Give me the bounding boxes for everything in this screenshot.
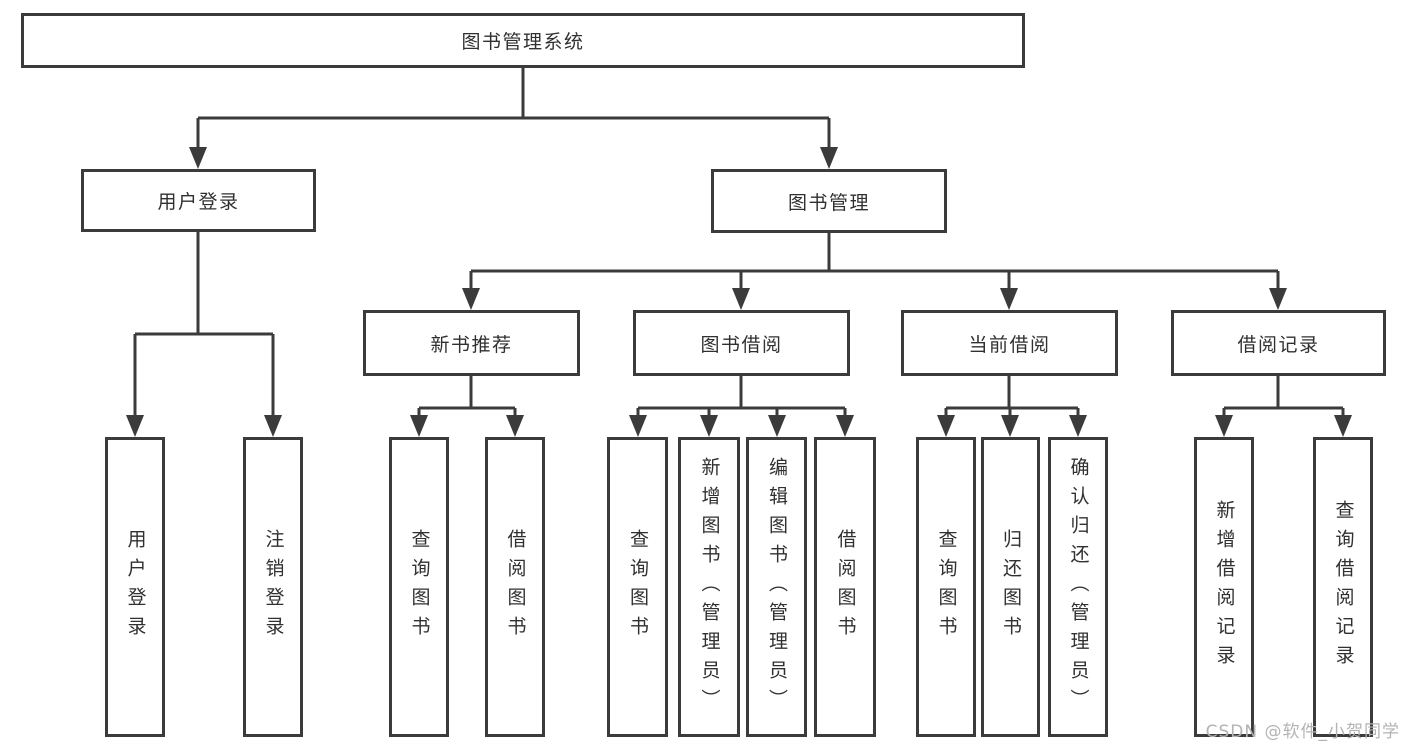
leaf-borrow-query-books: 查询图书 — [607, 437, 668, 737]
node-label: 查询图书 — [408, 529, 431, 645]
node-new-book-recommend: 新书推荐 — [363, 310, 580, 376]
leaf-recommend-query-books: 查询图书 — [389, 437, 449, 737]
node-label: 图书借阅 — [700, 333, 783, 356]
node-label: 查询图书 — [935, 529, 958, 645]
node-label: 查询借阅记录 — [1332, 500, 1355, 674]
node-label: 新增图书（管理员） — [698, 456, 721, 718]
node-label: 确认归还（管理员） — [1067, 456, 1090, 718]
leaf-recommend-borrow-books: 借阅图书 — [485, 437, 545, 737]
leaf-records-query-record: 查询借阅记录 — [1313, 437, 1373, 737]
csdn-watermark: CSDN @软件_小贺同学 — [1205, 722, 1400, 742]
leaf-user-login: 用户登录 — [105, 437, 165, 737]
node-label: 归还图书 — [1000, 529, 1022, 645]
leaf-logout: 注销登录 — [243, 437, 303, 737]
leaf-current-query-books: 查询图书 — [916, 437, 976, 737]
node-label: 图书管理系统 — [461, 31, 585, 53]
node-label: 编辑图书（管理员） — [766, 456, 788, 718]
node-label: 注销登录 — [262, 529, 285, 645]
arrowheads — [126, 147, 1352, 437]
node-label: 查询图书 — [627, 529, 649, 645]
node-label: 图书管理 — [787, 191, 870, 214]
node-borrow-records: 借阅记录 — [1171, 310, 1386, 376]
node-label: 借阅图书 — [834, 529, 857, 645]
node-label: 当前借阅 — [968, 333, 1051, 356]
node-label: 新增借阅记录 — [1213, 500, 1236, 674]
node-label: 借阅图书 — [504, 529, 527, 645]
leaf-current-return-books: 归还图书 — [981, 437, 1040, 737]
leaf-borrow-edit-books-admin: 编辑图书（管理员） — [746, 437, 807, 737]
leaf-current-confirm-return-admin: 确认归还（管理员） — [1048, 437, 1108, 737]
leaf-borrow-borrow-books: 借阅图书 — [814, 437, 876, 737]
node-library-management-system: 图书管理系统 — [21, 13, 1025, 68]
node-user-login: 用户登录 — [81, 169, 316, 232]
node-label: 用户登录 — [124, 529, 147, 645]
node-book-borrow: 图书借阅 — [633, 310, 850, 376]
node-label: 借阅记录 — [1237, 333, 1320, 356]
node-label: 用户登录 — [157, 191, 240, 213]
node-book-management: 图书管理 — [711, 169, 947, 233]
leaf-records-add-record: 新增借阅记录 — [1194, 437, 1254, 737]
node-current-borrow: 当前借阅 — [901, 310, 1118, 376]
node-label: 新书推荐 — [430, 333, 513, 356]
leaf-borrow-add-books-admin: 新增图书（管理员） — [678, 437, 740, 737]
